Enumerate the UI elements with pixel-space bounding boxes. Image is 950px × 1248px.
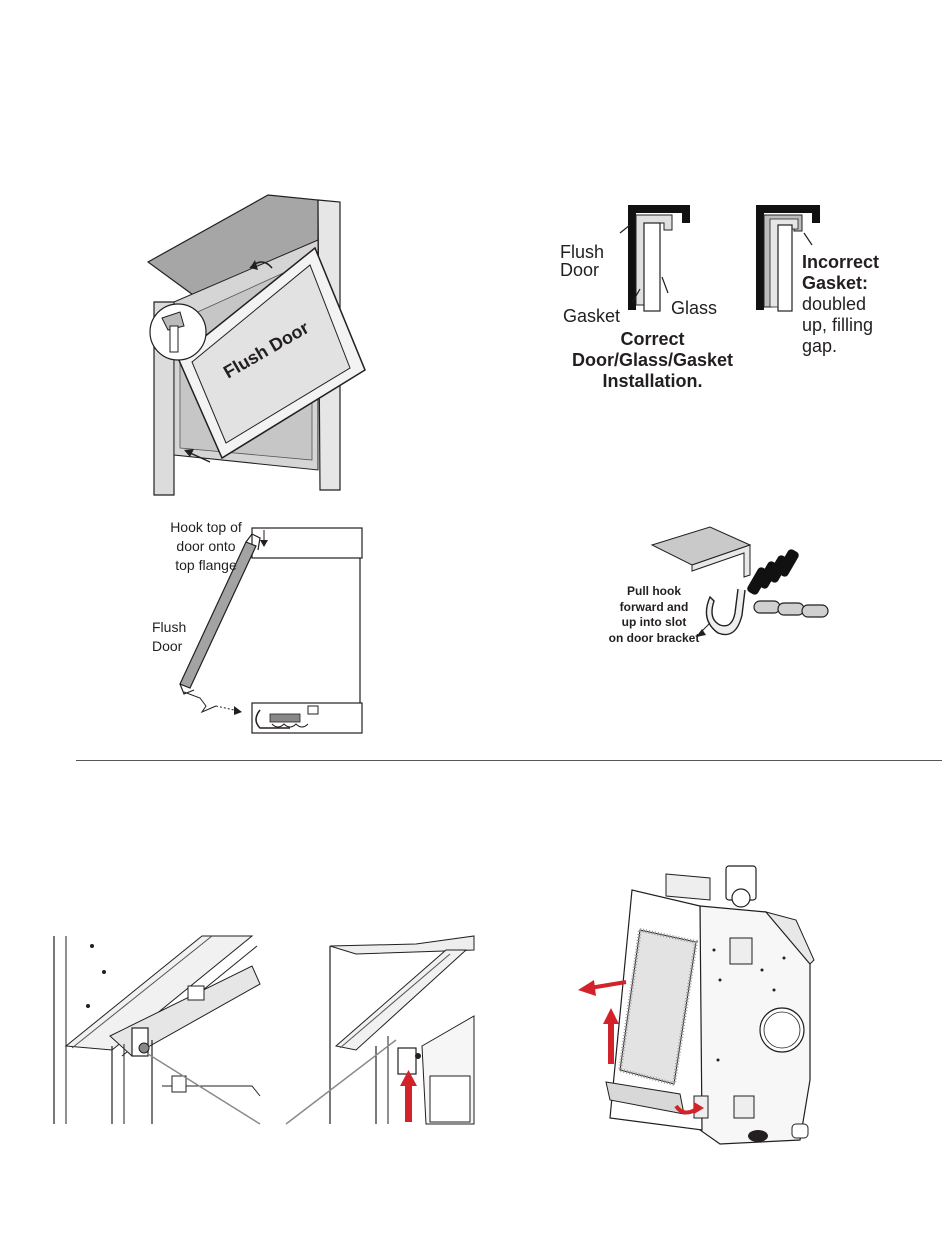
gasket-incorrect-description: doubled up, filling gap.: [802, 294, 873, 357]
bracket-detail-middle-illustration: [326, 936, 474, 1126]
gasket-correct-caption: Correct Door/Glass/Gasket Installation.: [560, 329, 745, 392]
gasket-incorrect-title: Incorrect Gasket:: [802, 252, 879, 294]
hook-top-instruction: Hook top of door onto top flange: [150, 518, 262, 575]
hook-side-door-label: Flush Door: [152, 618, 186, 656]
gasket-gasket-label: Gasket: [563, 306, 620, 327]
section-divider: [76, 760, 942, 761]
pull-hook-instruction: Pull hook forward and up into slot on do…: [598, 584, 710, 646]
gasket-flush-door-label: Flush Door: [560, 243, 604, 279]
unit-side-illustration: [570, 860, 830, 1150]
bracket-detail-left-illustration: [52, 936, 262, 1126]
gasket-cross-section-illustration: [620, 195, 950, 315]
gasket-glass-label: Glass: [671, 298, 717, 319]
flush-door-illustration: [140, 190, 500, 510]
